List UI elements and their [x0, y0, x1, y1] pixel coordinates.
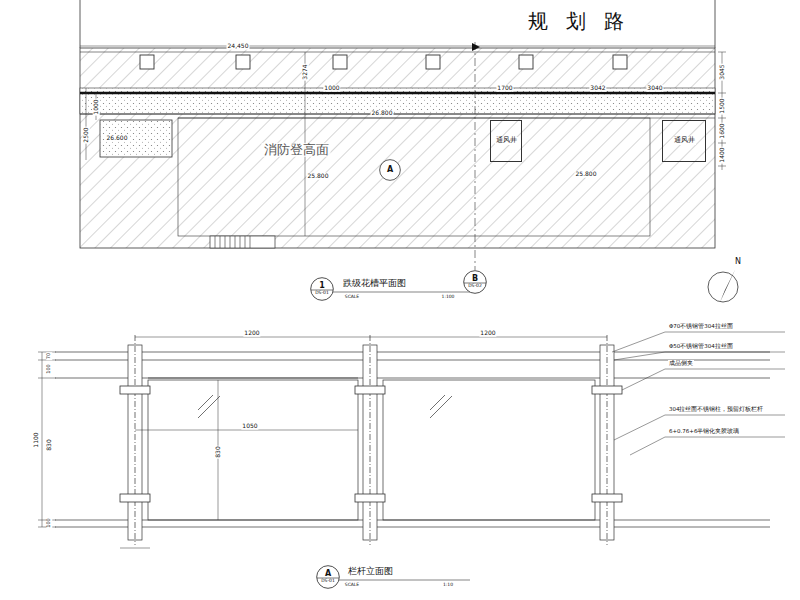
sheet-number: DS-01	[315, 291, 329, 296]
section-marker: BDS-02	[463, 270, 487, 294]
dimension: 830	[46, 438, 53, 451]
dimension: 1500	[719, 97, 726, 114]
dimension: 1200	[479, 330, 496, 337]
material-callout: Φ50不锈钢管304拉丝面	[668, 343, 734, 349]
dimension: 1700	[496, 85, 513, 92]
railing-elevation	[38, 332, 785, 580]
dimension: 100	[46, 517, 52, 529]
elevation-mark: 26.600	[106, 135, 129, 142]
dimension: 3042	[589, 85, 606, 92]
dimension: 100	[46, 363, 52, 375]
scale-label: SCALE	[344, 583, 360, 588]
dimension: 1400	[719, 146, 726, 163]
elevation-mark: 25.800	[575, 171, 598, 178]
sheet-number: DS-02	[468, 284, 482, 289]
dimension: 1050	[241, 423, 258, 430]
section-marker: ADS-01	[316, 565, 340, 589]
dimension: 3040	[646, 85, 663, 92]
dimension: 2500	[83, 126, 90, 143]
material-callout: Φ70不锈钢管304拉丝面	[668, 323, 734, 329]
north-label: N	[734, 258, 742, 267]
shaft-label: 通风井	[495, 137, 518, 145]
dimension: 3274	[302, 63, 309, 80]
dimension: 1000	[93, 98, 100, 115]
material-callout: 304拉丝面不锈钢柱，预留灯板栏杆	[668, 406, 765, 412]
marker-number: A	[325, 570, 331, 579]
scale-label: SCALE	[344, 295, 360, 300]
drawing-title: 栏杆立面图	[347, 567, 394, 577]
dimension: 1100	[33, 431, 40, 448]
section-marker: 1DS-01	[310, 277, 334, 301]
dimension: 1200	[243, 330, 260, 337]
shaft-box: 通风井	[490, 120, 522, 162]
sheet-number: DS-01	[321, 579, 335, 584]
dimension: 3045	[719, 63, 726, 80]
drawing-title: 跌级花槽平面图	[342, 279, 407, 289]
plan-view	[80, 0, 726, 292]
scale-value: 1:10	[442, 583, 454, 588]
north-arrow	[708, 270, 738, 302]
plan-label: 消防登高面	[262, 143, 331, 157]
road-name: 规划路	[528, 8, 642, 35]
dimension: 1000	[323, 85, 340, 92]
section-marker: A	[379, 159, 401, 181]
dimension: 1600	[719, 122, 726, 139]
elevation-mark: 25.800	[307, 173, 330, 180]
dimension: 70	[46, 352, 52, 360]
shaft-box: 通风井	[662, 120, 706, 162]
elevation-mark: 26.800	[371, 110, 394, 117]
dimension: 24,450	[227, 43, 250, 50]
dimension: 830	[215, 445, 222, 458]
material-callout: 6+0.76+6半钢化夹胶玻璃	[668, 428, 740, 434]
scale-value: 1:100	[441, 295, 456, 300]
shaft-label: 通风井	[673, 137, 696, 145]
material-callout: 成品侧夹	[668, 360, 694, 366]
marker-number: B	[472, 275, 478, 284]
marker-number: 1	[319, 282, 325, 291]
marker-number: A	[387, 166, 393, 175]
